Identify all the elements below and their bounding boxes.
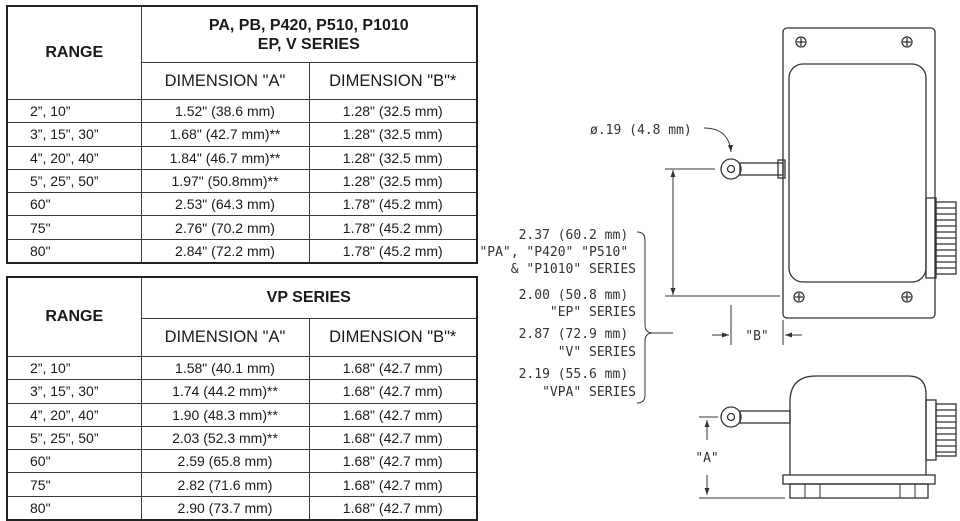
side-cable-eyelet-icon bbox=[720, 406, 791, 428]
series-header: PA, PB, P420, P510, P1010 EP, V SERIES bbox=[140, 5, 478, 63]
dim-a-cell: 2.76" (70.2 mm) bbox=[140, 215, 310, 240]
range-cell: 80" bbox=[6, 495, 142, 521]
table-row: 4”, 20”, 40”1.84" (46.7 mm)**1.28" (32.5… bbox=[6, 145, 478, 170]
mounting-plate bbox=[782, 27, 936, 319]
range-cell: 75" bbox=[6, 215, 142, 240]
range-header: RANGE bbox=[6, 276, 142, 357]
mount-screw-icon bbox=[795, 36, 807, 48]
dimension-a-label: "A" bbox=[695, 451, 718, 466]
table-row: 2”, 10”1.52" (38.6 mm)1.28" (32.5 mm) bbox=[6, 98, 478, 124]
mount-screw-icon bbox=[901, 36, 913, 48]
table-row: 3”, 15”, 30”1.74 (44.2 mm)**1.68" (42.7 … bbox=[6, 379, 478, 404]
dim-b-cell: 1.68" (42.7 mm) bbox=[308, 355, 478, 381]
table-row: 60"2.53" (64.3 mm)1.78" (45.2 mm) bbox=[6, 192, 478, 217]
table-row: 5”, 25”, 50”2.03 (52.3 mm)**1.68" (42.7 … bbox=[6, 425, 478, 451]
note-v-series: 2.87 (72.9 mm) "V" SERIES bbox=[519, 327, 636, 360]
dim-b-cell: 1.78" (45.2 mm) bbox=[308, 192, 478, 217]
mount-screw-icon bbox=[901, 291, 913, 303]
dim-b-cell: 1.68" (42.7 mm) bbox=[308, 379, 478, 404]
dim-a-cell: 2.59 (65.8 mm) bbox=[140, 449, 310, 474]
dim-b-cell: 1.78" (45.2 mm) bbox=[308, 238, 478, 264]
mount-screw-icon bbox=[793, 291, 805, 303]
table-row: 80"2.90 (73.7 mm)1.68" (42.7 mm) bbox=[6, 495, 478, 521]
dim-b-cell: 1.28" (32.5 mm) bbox=[308, 168, 478, 194]
dim-a-cell: 1.74 (44.2 mm)** bbox=[140, 379, 310, 404]
cable-eyelet-icon bbox=[720, 158, 786, 180]
dim-a-cell: 1.58" (40.1 mm) bbox=[140, 355, 310, 381]
dim-b-cell: 1.28" (32.5 mm) bbox=[308, 98, 478, 124]
dim-b-cell: 1.68" (42.7 mm) bbox=[308, 495, 478, 521]
dimension-a-header: DIMENSION "A" bbox=[140, 62, 310, 100]
dimension-b-label: "B" bbox=[745, 329, 768, 344]
table-row: 75"2.76" (70.2 mm)1.78" (45.2 mm) bbox=[6, 215, 478, 240]
dim-a-cell: 2.90 (73.7 mm) bbox=[140, 495, 310, 521]
side-connector-icon bbox=[925, 399, 957, 461]
range-header: RANGE bbox=[6, 5, 142, 100]
table-row: 80"2.84" (72.2 mm)1.78" (45.2 mm) bbox=[6, 238, 478, 264]
housing-outline bbox=[788, 63, 927, 283]
dim-a-cell: 1.84" (46.7 mm)** bbox=[140, 145, 310, 170]
range-cell: 60" bbox=[6, 449, 142, 474]
series-header-line2: EP, V SERIES bbox=[257, 35, 360, 53]
note-pa-series: 2.37 (60.2 mm) "PA", "P420" "P510" & "P1… bbox=[480, 228, 636, 277]
dim-b-cell: 1.78" (45.2 mm) bbox=[308, 215, 478, 240]
range-cell: 5”, 25”, 50” bbox=[6, 168, 142, 194]
dim-b-cell: 1.68" (42.7 mm) bbox=[308, 449, 478, 474]
dim-a-cell: 2.53" (64.3 mm) bbox=[140, 192, 310, 217]
dim-a-cell: 1.97" (50.8mm)** bbox=[140, 168, 310, 194]
dim-a-cell: 2.84" (72.2 mm) bbox=[140, 238, 310, 264]
connector-icon bbox=[925, 197, 957, 279]
dim-b-cell: 1.68" (42.7 mm) bbox=[308, 472, 478, 497]
series-header: VP SERIES bbox=[140, 276, 478, 319]
dim-a-cell: 2.82 (71.6 mm) bbox=[140, 472, 310, 497]
table-row: 3”, 15”, 30”1.68" (42.7 mm)**1.28" (32.5… bbox=[6, 122, 478, 147]
range-cell: 80" bbox=[6, 238, 142, 264]
dim-a-cell: 1.52" (38.6 mm) bbox=[140, 98, 310, 124]
range-cell: 4”, 20”, 40” bbox=[6, 145, 142, 170]
table-row: 2”, 10”1.58" (40.1 mm)1.68" (42.7 mm) bbox=[6, 355, 478, 381]
range-cell: 5”, 25”, 50” bbox=[6, 425, 142, 451]
dimension-b-header: DIMENSION "B"* bbox=[308, 318, 478, 357]
table-row: 4”, 20”, 40”1.90 (48.3 mm)**1.68" (42.7 … bbox=[6, 402, 478, 427]
dim-b-cell: 1.28" (32.5 mm) bbox=[308, 145, 478, 170]
dim-b-cell: 1.28" (32.5 mm) bbox=[308, 122, 478, 147]
hole-diameter-label: ø.19 (4.8 mm) bbox=[590, 123, 692, 138]
dim-a-cell: 1.68" (42.7 mm)** bbox=[140, 122, 310, 147]
note-ep-series: 2.00 (50.8 mm) "EP" SERIES bbox=[519, 288, 636, 320]
range-cell: 2”, 10” bbox=[6, 98, 142, 124]
notes-bracket bbox=[636, 231, 654, 404]
range-cell: 2”, 10” bbox=[6, 355, 142, 381]
dimension-b-header: DIMENSION "B"* bbox=[308, 62, 478, 100]
note-vpa-series: 2.19 (55.6 mm) "VPA" SERIES bbox=[519, 367, 636, 400]
range-cell: 60" bbox=[6, 192, 142, 217]
dimension-table-vp-series: RANGE VP SERIES DIMENSION "A" DIMENSION … bbox=[6, 276, 478, 521]
table-row: 60"2.59 (65.8 mm)1.68" (42.7 mm) bbox=[6, 449, 478, 474]
side-view-housing bbox=[782, 375, 936, 499]
range-cell: 4”, 20”, 40” bbox=[6, 402, 142, 427]
dim-b-cell: 1.68" (42.7 mm) bbox=[308, 402, 478, 427]
range-cell: 3”, 15”, 30” bbox=[6, 122, 142, 147]
range-cell: 3”, 15”, 30” bbox=[6, 379, 142, 404]
technical-drawing: ø.19 (4.8 mm) 2.37 (60.2 mm) "PA", "P420… bbox=[480, 27, 957, 499]
dimension-table-standard: RANGE PA, PB, P420, P510, P1010 EP, V SE… bbox=[6, 5, 479, 265]
dim-a-cell: 1.90 (48.3 mm)** bbox=[140, 402, 310, 427]
dim-b-cell: 1.68" (42.7 mm) bbox=[308, 425, 478, 451]
dimension-a-header: DIMENSION "A" bbox=[140, 318, 310, 357]
hole-leader bbox=[703, 127, 733, 153]
range-cell: 75" bbox=[6, 472, 142, 497]
series-header-line1: PA, PB, P420, P510, P1010 bbox=[208, 16, 409, 34]
table-row: 75"2.82 (71.6 mm)1.68" (42.7 mm) bbox=[6, 472, 478, 497]
table-row: 5”, 25”, 50”1.97" (50.8mm)**1.28" (32.5 … bbox=[6, 168, 478, 194]
dim-a-cell: 2.03 (52.3 mm)** bbox=[140, 425, 310, 451]
